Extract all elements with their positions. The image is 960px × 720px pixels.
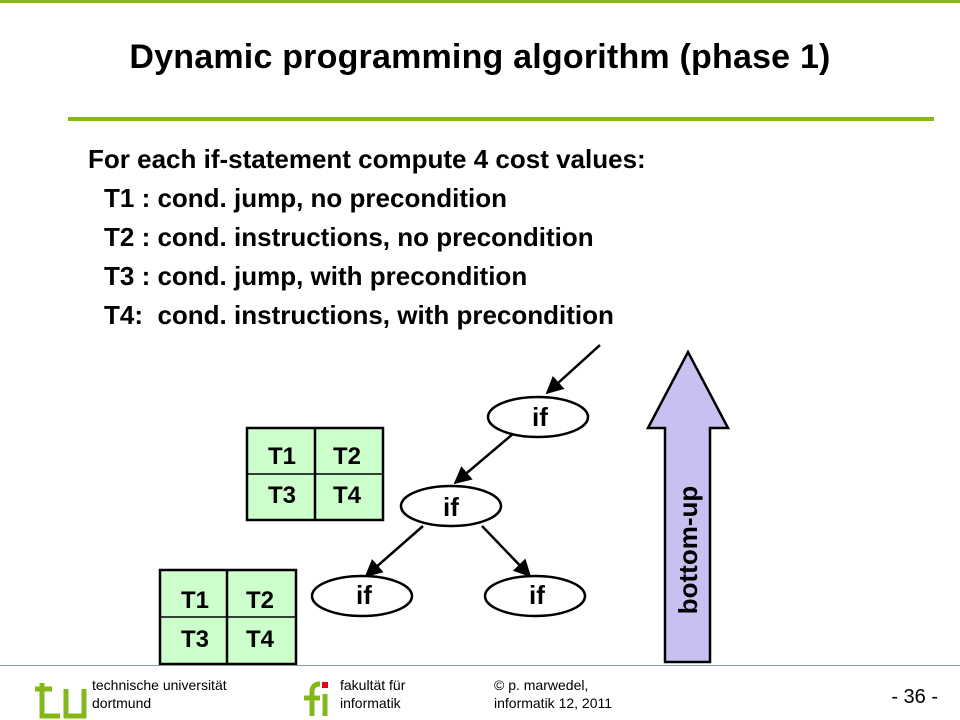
cost-cell-t1: T1 — [268, 443, 296, 470]
cost-table-lower: T1 T2 T3 T4 — [158, 568, 298, 666]
tu-logo — [35, 683, 87, 719]
edge-line — [364, 525, 424, 578]
author-line: © p. marwedel, — [494, 677, 589, 693]
list-item: T1 : cond. jump, no precondition — [104, 183, 507, 213]
edge-line — [545, 344, 601, 395]
arrow-label: bottom-up — [673, 486, 703, 615]
footer-divider — [0, 665, 960, 666]
top-rule — [0, 0, 960, 3]
body-text: For each if-statement compute 4 cost val… — [88, 139, 646, 335]
cost-cell-t4: T4 — [246, 626, 275, 653]
cost-cell-t2: T2 — [246, 587, 274, 614]
list-item: T4: cond. instructions, with preconditio… — [104, 300, 614, 330]
cost-table-upper: T1 T2 T3 T4 — [245, 426, 385, 522]
faculty-line: informatik — [340, 695, 401, 711]
node-label: if — [443, 492, 459, 522]
faculty-line: fakultät für — [340, 677, 406, 693]
if-node-root: if — [486, 395, 590, 439]
cost-cell-t1: T1 — [181, 587, 209, 614]
cost-cell-t2: T2 — [333, 443, 361, 470]
cost-cell-t4: T4 — [333, 482, 362, 509]
university-line: technische universität — [92, 677, 227, 693]
if-node-left-leaf: if — [310, 574, 414, 618]
edge-line — [453, 432, 515, 485]
node-label: if — [356, 580, 372, 610]
university-line: dortmund — [92, 695, 152, 711]
slide-title: Dynamic programming algorithm (phase 1) — [129, 38, 831, 76]
university-name: technische universität dortmund — [92, 676, 227, 712]
title-divider — [68, 117, 934, 121]
edge-line — [481, 525, 532, 578]
fi-logo — [304, 681, 328, 716]
bottom-up-arrow: bottom-up — [645, 349, 731, 664]
author-credit: © p. marwedel, informatik 12, 2011 — [494, 676, 612, 712]
page-number: - 36 - — [891, 686, 938, 708]
author-line: informatik 12, 2011 — [494, 695, 613, 711]
node-label: if — [529, 580, 545, 610]
intro-line: For each if-statement compute 4 cost val… — [88, 144, 646, 174]
faculty-name: fakultät für informatik — [340, 676, 405, 712]
list-item: T3 : cond. jump, with precondition — [104, 261, 528, 291]
cost-cell-t3: T3 — [268, 482, 296, 509]
list-item: T2 : cond. instructions, no precondition — [104, 222, 594, 252]
cost-cell-t3: T3 — [181, 626, 209, 653]
if-node-middle: if — [399, 484, 503, 528]
if-node-right-leaf: if — [483, 574, 587, 618]
node-label: if — [532, 402, 548, 432]
